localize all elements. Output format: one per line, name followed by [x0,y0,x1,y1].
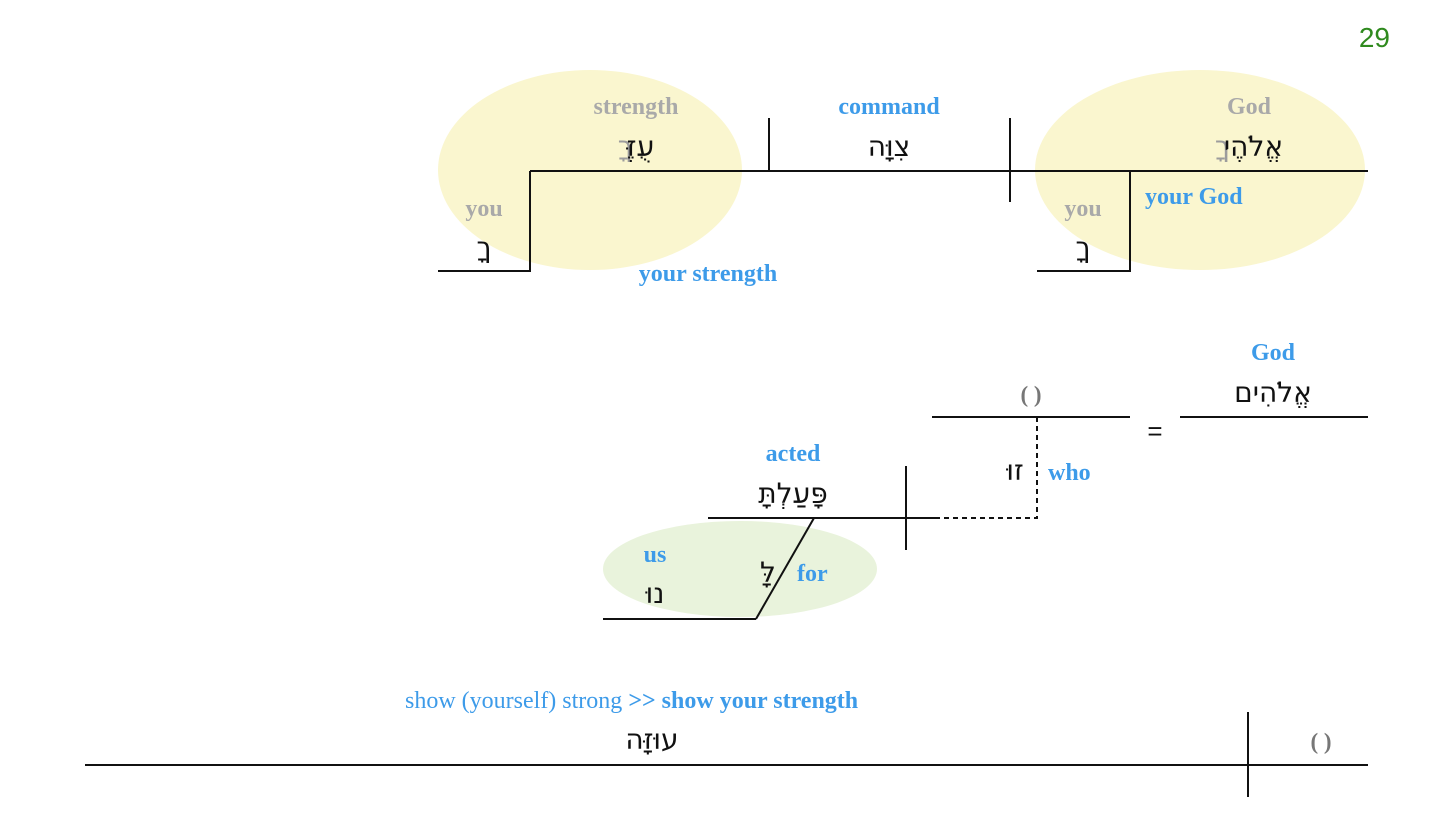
prep-object-hebrew: נוּ [645,577,664,610]
verb-gloss: command [838,94,940,120]
clause-2-verb-hebrew: פָּעַלְתָּ [758,477,828,510]
note-plain: show (yourself) strong [405,688,622,714]
object-gloss: strength [594,94,679,120]
clause-3-subject-placeholder: ( ) [1310,729,1331,754]
note-arrow: >> [628,688,655,714]
subject-modifier-line [1037,171,1131,272]
equals-sign: = [1147,416,1162,446]
clause-2: = God אֱלֹהִים ( ) זוּ who acted פָּעַלְ… [603,340,1368,620]
subject-modifier-note: your God [1145,184,1243,210]
clause-1: God אֱלֹהֶיךָ you ךָ your God command צִ… [438,70,1368,287]
clause-3: show (yourself) strong>> show your streng… [85,688,1368,797]
page-number: 29 [1359,22,1390,53]
clause-2-verb-gloss: acted [766,441,821,467]
verb-hebrew: צִוָּה [868,130,911,163]
clause-2-subject-gloss: God [1251,340,1296,366]
object-modifier-hebrew: ךָ [476,231,491,264]
relative-hebrew: זוּ [1006,454,1024,487]
note-bold: show your strength [662,688,858,714]
subject-gloss: God [1227,94,1272,120]
object-hebrew: עֻזֶּ [626,130,654,163]
object-modifier-line [438,171,531,272]
clause-2-subject-hebrew: אֱלֹהִים [1234,376,1312,409]
subject-word: אֱלֹהֶיךָ [1215,130,1283,163]
object-word: עֻזֶּךָ [618,130,655,163]
clause-3-verb-hebrew: עוּזָּה [625,723,678,756]
prep-object-gloss: us [644,542,667,568]
appositive-placeholder: ( ) [1020,382,1041,407]
prep-phrase-highlight [603,521,877,617]
subject-hebrew: אֱלֹהֶי [1224,130,1283,163]
relative-gloss: who [1048,460,1091,486]
preposition-gloss: for [797,561,828,587]
clause-3-note: show (yourself) strong>> show your streng… [405,688,858,714]
object-modifier-note: your strength [639,261,777,287]
preposition-slant [755,517,815,620]
object-modifier-gloss: you [465,196,502,222]
subject-modifier-hebrew: ךָ [1075,231,1090,264]
subject-suffix: ךָ [1215,130,1230,163]
preposition-hebrew: לָּ [760,556,776,589]
relative-connector [932,417,1038,519]
subject-modifier-gloss: you [1064,196,1101,222]
object-suffix: ךָ [618,130,633,163]
